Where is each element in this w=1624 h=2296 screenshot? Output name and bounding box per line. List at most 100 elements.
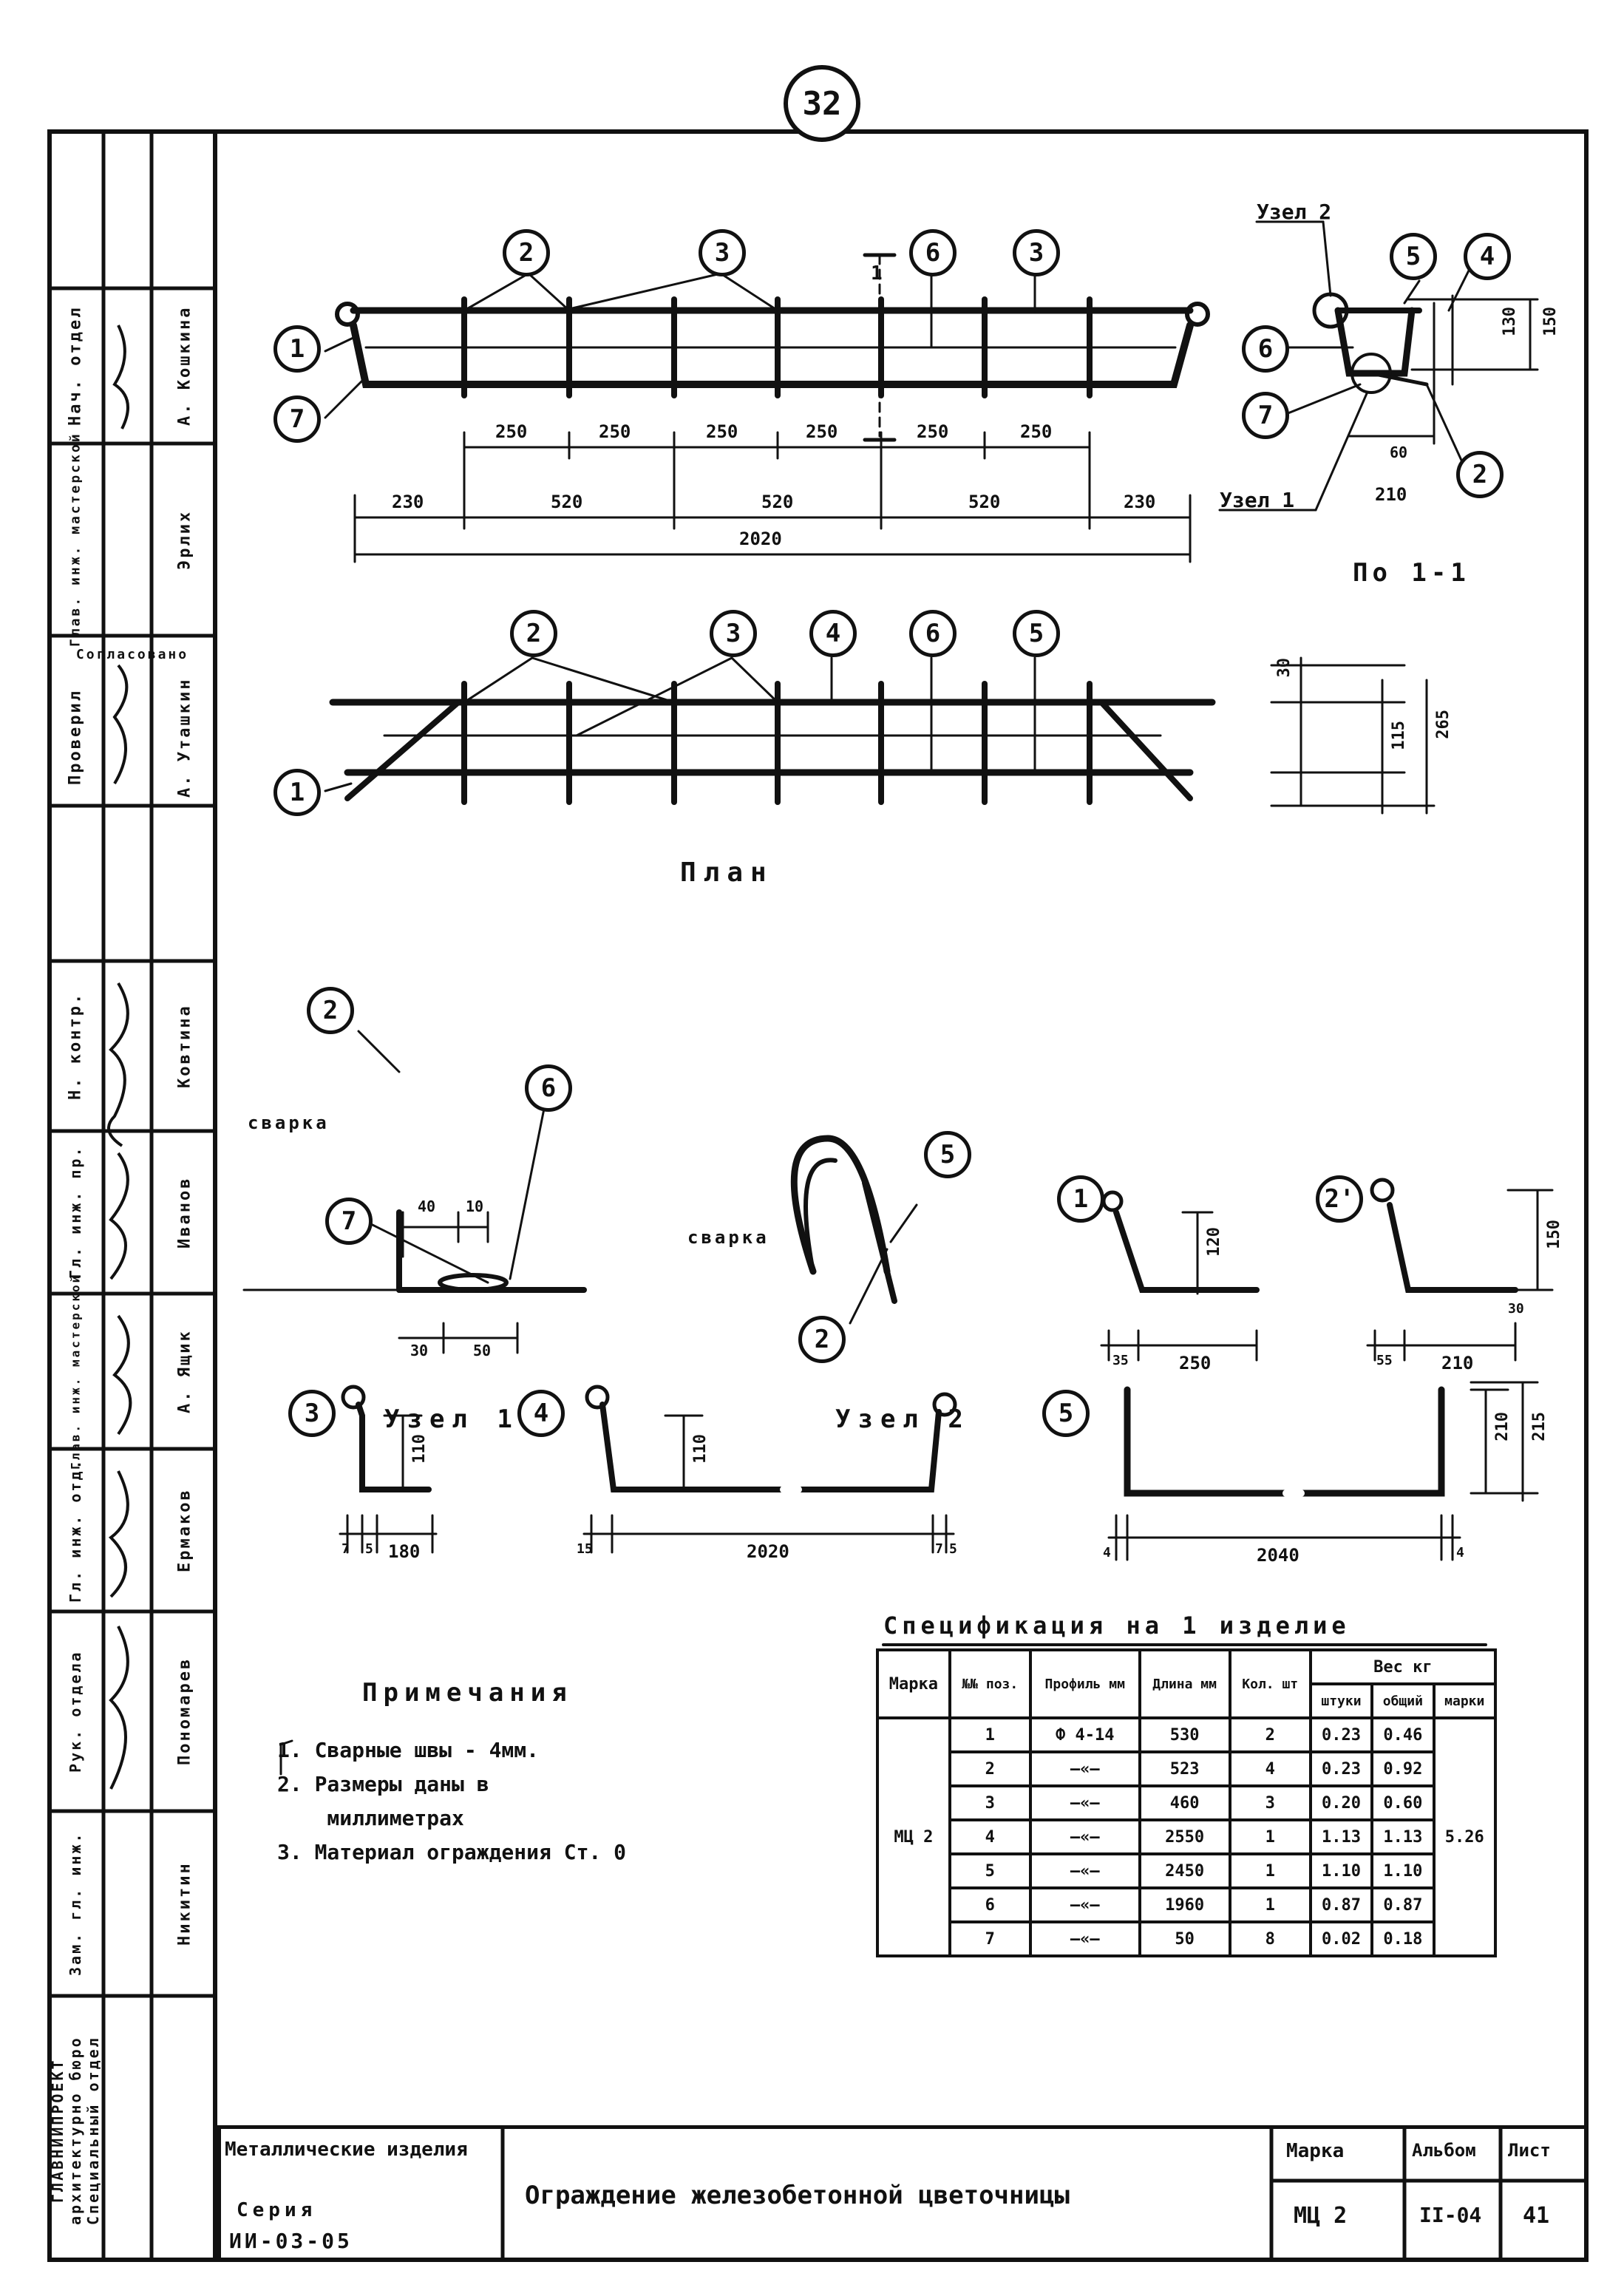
spec-len: 523 — [1138, 1750, 1231, 1787]
callout-7: 7 — [274, 395, 321, 443]
callout-6: 6 — [1242, 325, 1289, 373]
spec-len: 2450 — [1138, 1852, 1231, 1889]
section-label: По 1-1 — [1353, 558, 1470, 588]
spec-w1: 0.20 — [1308, 1784, 1374, 1821]
spec-w2: 1.13 — [1370, 1818, 1436, 1855]
spec-w2: 0.46 — [1370, 1716, 1436, 1753]
dim-upper: 250 — [1020, 421, 1053, 442]
spec-mark: МЦ 2 — [876, 1716, 951, 1957]
part5-dim: 4 — [1456, 1545, 1464, 1560]
spec-header: Кол. шт — [1228, 1648, 1312, 1719]
spec-qty: 1 — [1228, 1818, 1312, 1855]
part3-dim: 7 — [342, 1541, 350, 1557]
part1-dim: 250 — [1179, 1353, 1212, 1373]
spec-qty: 1 — [1228, 1852, 1312, 1889]
spec-header: Марка — [876, 1648, 951, 1719]
callout-1: 1 — [274, 325, 321, 373]
spec-profile: —«— — [1028, 1784, 1141, 1821]
callout-2: 2 — [1456, 451, 1504, 498]
stamp-column — [47, 129, 217, 2262]
part2-dim: 210 — [1441, 1353, 1474, 1373]
series-code: ИИ-03-05 — [229, 2229, 353, 2253]
spec-row: МЦ 2 1 Ф 4-14 530 2 0.23 0.46 5.26 — [876, 1716, 1498, 1957]
spec-w1: 0.23 — [1308, 1750, 1374, 1787]
note-item: миллиметрах — [277, 1806, 464, 1830]
callout-4: 4 — [809, 610, 857, 657]
spec-pos: 3 — [948, 1784, 1032, 1821]
spec-pos: 1 — [948, 1716, 1032, 1753]
weld-label: сварка — [248, 1113, 330, 1133]
callout-4: 4 — [517, 1390, 565, 1437]
part2-dim: 30 — [1508, 1301, 1524, 1317]
spec-qty: 3 — [1228, 1784, 1312, 1821]
note-item: 2. Размеры даны в — [277, 1772, 489, 1796]
callout-1: 1 — [274, 769, 321, 816]
node-1-pointer: Узел 1 — [1220, 488, 1295, 512]
callout-5: 5 — [1013, 610, 1060, 657]
part4-dim: 7 — [935, 1541, 943, 1557]
title-block — [217, 2125, 1589, 2262]
sheet-label: Лист — [1508, 2140, 1551, 2161]
spec-qty: 4 — [1228, 1750, 1312, 1787]
mark-value: МЦ 2 — [1294, 2203, 1348, 2229]
dim-upper: 250 — [599, 421, 631, 442]
callout-2-prime: 2' — [1316, 1175, 1363, 1223]
spec-row: 6 —«— 1960 1 0.87 0.87 — [877, 1886, 1495, 1923]
spec-w2: 0.18 — [1370, 1920, 1436, 1957]
spec-len: 1960 — [1138, 1886, 1231, 1923]
spec-qty: 2 — [1228, 1716, 1312, 1753]
part1-dim: 35 — [1112, 1353, 1129, 1368]
spec-pos: 2 — [948, 1750, 1032, 1787]
callout-2: 2 — [307, 987, 354, 1034]
spec-w2: 0.60 — [1370, 1784, 1436, 1821]
callout-2: 2 — [510, 610, 557, 657]
part5-dim: 2040 — [1257, 1545, 1299, 1566]
spec-len: 460 — [1138, 1784, 1231, 1821]
dim-upper: 250 — [706, 421, 738, 442]
plan-label: План — [680, 857, 774, 888]
node-2-pointer: Узел 2 — [1257, 200, 1332, 224]
spec-row: 5 —«— 2450 1 1.10 1.10 — [877, 1852, 1495, 1889]
part2-dim: 55 — [1376, 1353, 1393, 1368]
spec-w1: 0.87 — [1308, 1886, 1374, 1923]
dim-lower: 520 — [551, 492, 583, 512]
part3-dim: 5 — [365, 1541, 373, 1557]
node1-dim: 50 — [473, 1342, 492, 1359]
callout-5: 5 — [924, 1131, 971, 1178]
spec-profile: Ф 4-14 — [1028, 1716, 1141, 1753]
spec-header: Профиль мм — [1028, 1648, 1141, 1719]
dim-upper: 250 — [806, 421, 838, 442]
spec-total: 5.26 — [1432, 1716, 1498, 1957]
section-dim-small: 60 — [1390, 444, 1408, 461]
spec-w1: 0.23 — [1308, 1716, 1374, 1753]
spec-profile: —«— — [1028, 1750, 1141, 1787]
weld-label: сварка — [687, 1227, 769, 1248]
cut-mark: 1 — [871, 262, 883, 285]
part4-dim: 5 — [949, 1541, 957, 1557]
spec-pos: 5 — [948, 1852, 1032, 1889]
spec-w1: 0.02 — [1308, 1920, 1374, 1957]
spec-subheader: общий — [1370, 1682, 1436, 1719]
callout-6: 6 — [909, 610, 957, 657]
spec-row: 4 —«— 2550 1 1.13 1.13 — [877, 1818, 1495, 1855]
spec-len: 530 — [1138, 1716, 1231, 1753]
mark-label: Марка — [1286, 2140, 1345, 2162]
callout-3: 3 — [710, 610, 757, 657]
node1-dim: 10 — [466, 1198, 484, 1215]
spec-table: Марка №№ поз. Профиль мм Длина мм Кол. ш… — [876, 1648, 1498, 1957]
spec-w2: 0.92 — [1370, 1750, 1436, 1787]
album-value: II-04 — [1419, 2203, 1482, 2227]
drawing-title: Ограждение железобетонной цветочницы — [525, 2181, 1070, 2210]
sheet-value: 41 — [1523, 2203, 1550, 2229]
callout-2: 2 — [798, 1316, 846, 1363]
section-dim-bottom: 210 — [1375, 484, 1407, 505]
spec-pos: 6 — [948, 1886, 1032, 1923]
spec-row: 3 —«— 460 3 0.20 0.60 — [877, 1784, 1495, 1821]
spec-qty: 1 — [1228, 1886, 1312, 1923]
spec-subheader: штуки — [1308, 1682, 1374, 1719]
callout-3: 3 — [699, 229, 746, 276]
spec-header: Вес кг — [1308, 1648, 1498, 1685]
spec-header: Длина мм — [1138, 1648, 1231, 1719]
